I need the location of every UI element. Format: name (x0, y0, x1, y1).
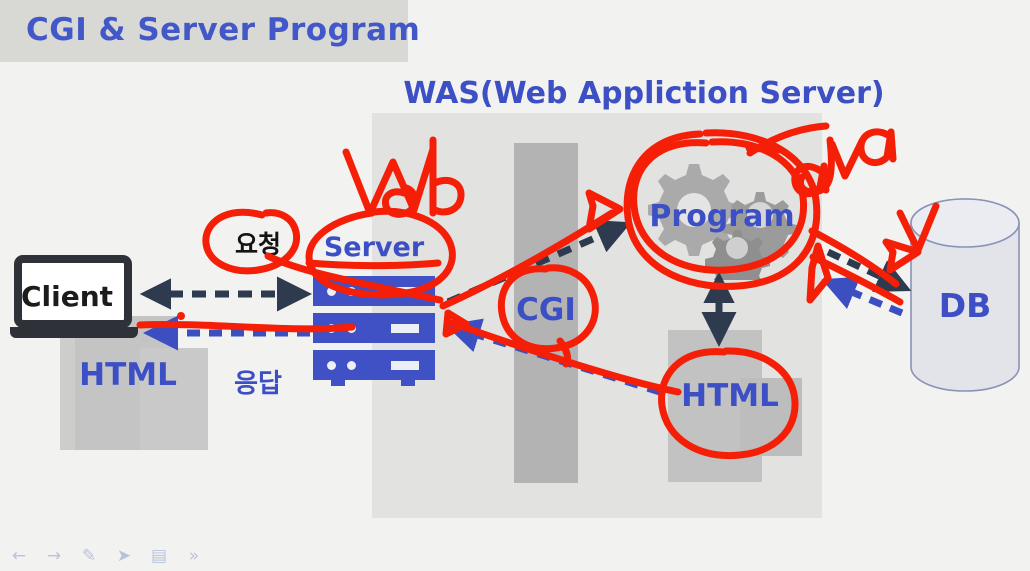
rack-bar-icon (391, 324, 419, 333)
more-options-icon[interactable]: » (188, 545, 200, 566)
html-doc-rect-2 (140, 348, 208, 450)
ink-stroke-db-back (809, 253, 904, 306)
rack-foot-left (331, 380, 345, 386)
server-rack-icon (313, 276, 435, 386)
rack-unit-2 (313, 313, 435, 343)
ink-dot-response (177, 312, 185, 320)
laptop-screen (14, 255, 132, 328)
next-slide-icon[interactable]: → (46, 545, 62, 566)
laptop-base (10, 327, 138, 338)
rack-led-icon (327, 361, 336, 370)
was-html-label: HTML (681, 378, 779, 414)
arrow-db-to-program (821, 276, 904, 317)
slide-view-icon[interactable]: ▤ (150, 545, 168, 566)
server-label: Server (323, 232, 425, 263)
program-label: Program (649, 199, 795, 234)
slide-toolbar: ← → ✎ ➤ ▤ » (0, 541, 1030, 571)
prev-slide-icon[interactable]: ← (11, 545, 27, 566)
ink-java-a2 (857, 128, 897, 167)
title-banner (0, 0, 408, 62)
cgi-label: CGI (516, 292, 576, 328)
arrow-program-to-db (826, 248, 912, 292)
rack-led-icon (347, 361, 356, 370)
rack-led-icon (347, 287, 356, 296)
client-laptop-icon (10, 255, 138, 345)
request-label: 요청 (234, 230, 281, 259)
rack-unit-3 (313, 350, 435, 380)
client-html-label: HTML (79, 357, 177, 393)
response-label: 응답 (234, 369, 282, 399)
rack-led-icon (327, 324, 336, 333)
rack-led-icon (327, 287, 336, 296)
rack-bar-icon (391, 287, 419, 296)
ink-arrowhead-db (882, 238, 922, 274)
rack-led-icon (347, 324, 356, 333)
rack-foot-right (401, 380, 415, 386)
rack-bar-icon (391, 361, 419, 370)
pointer-tool-icon[interactable]: ➤ (116, 545, 132, 566)
ink-java-v (828, 137, 866, 180)
database-label: DB (938, 286, 992, 325)
rack-unit-1 (313, 276, 435, 306)
page-title: CGI & Server Program (26, 12, 421, 48)
was-heading: WAS(Web Appliction Server) (403, 76, 885, 111)
ink-v-mark-db (896, 202, 940, 254)
pen-tool-icon[interactable]: ✎ (81, 545, 97, 566)
client-label: Client (20, 280, 114, 313)
ink-stroke-program-db (808, 227, 900, 288)
